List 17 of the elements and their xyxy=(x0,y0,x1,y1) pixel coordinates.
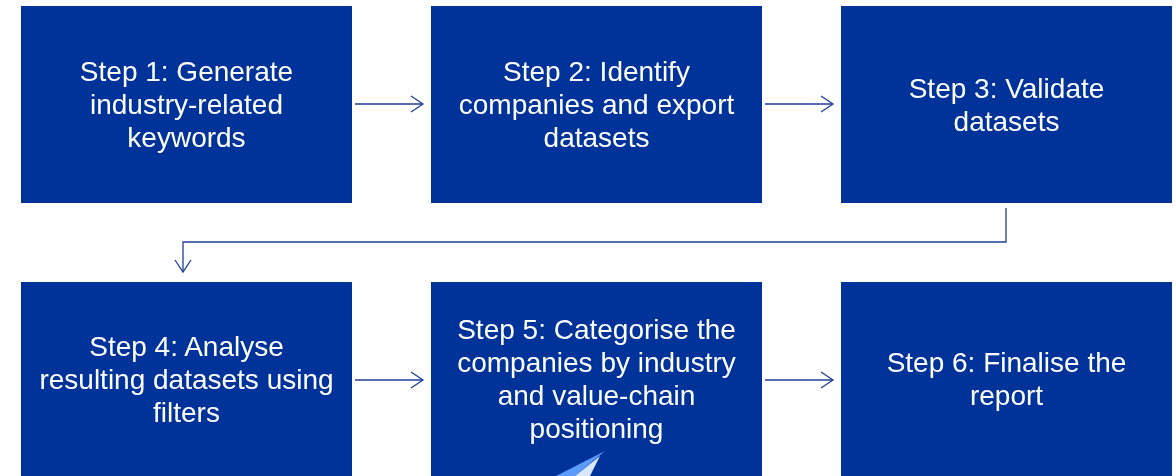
process-box xyxy=(21,282,352,476)
step-label: Step 1: Generate industry-related keywords xyxy=(78,55,295,154)
arrow xyxy=(354,95,424,113)
arrow xyxy=(174,207,1007,273)
step-label: Step 5: Categorise the companies by industry and value-chain positioning xyxy=(456,313,737,445)
step-label: Step 2: Identify companies and export datasets xyxy=(457,55,736,154)
process-box xyxy=(841,6,1172,203)
process-box xyxy=(21,6,352,203)
step-label: Step 3: Validate datasets xyxy=(907,71,1106,138)
arrow xyxy=(354,371,424,389)
process-box xyxy=(841,282,1172,476)
arrow xyxy=(764,95,834,113)
arrow xyxy=(764,371,834,389)
step-label: Step 6: Finalise the report xyxy=(885,346,1128,412)
process-box xyxy=(431,6,762,203)
process-box xyxy=(431,282,762,476)
step-label: Step 4: Analyse resulting datasets using filters xyxy=(38,329,335,429)
